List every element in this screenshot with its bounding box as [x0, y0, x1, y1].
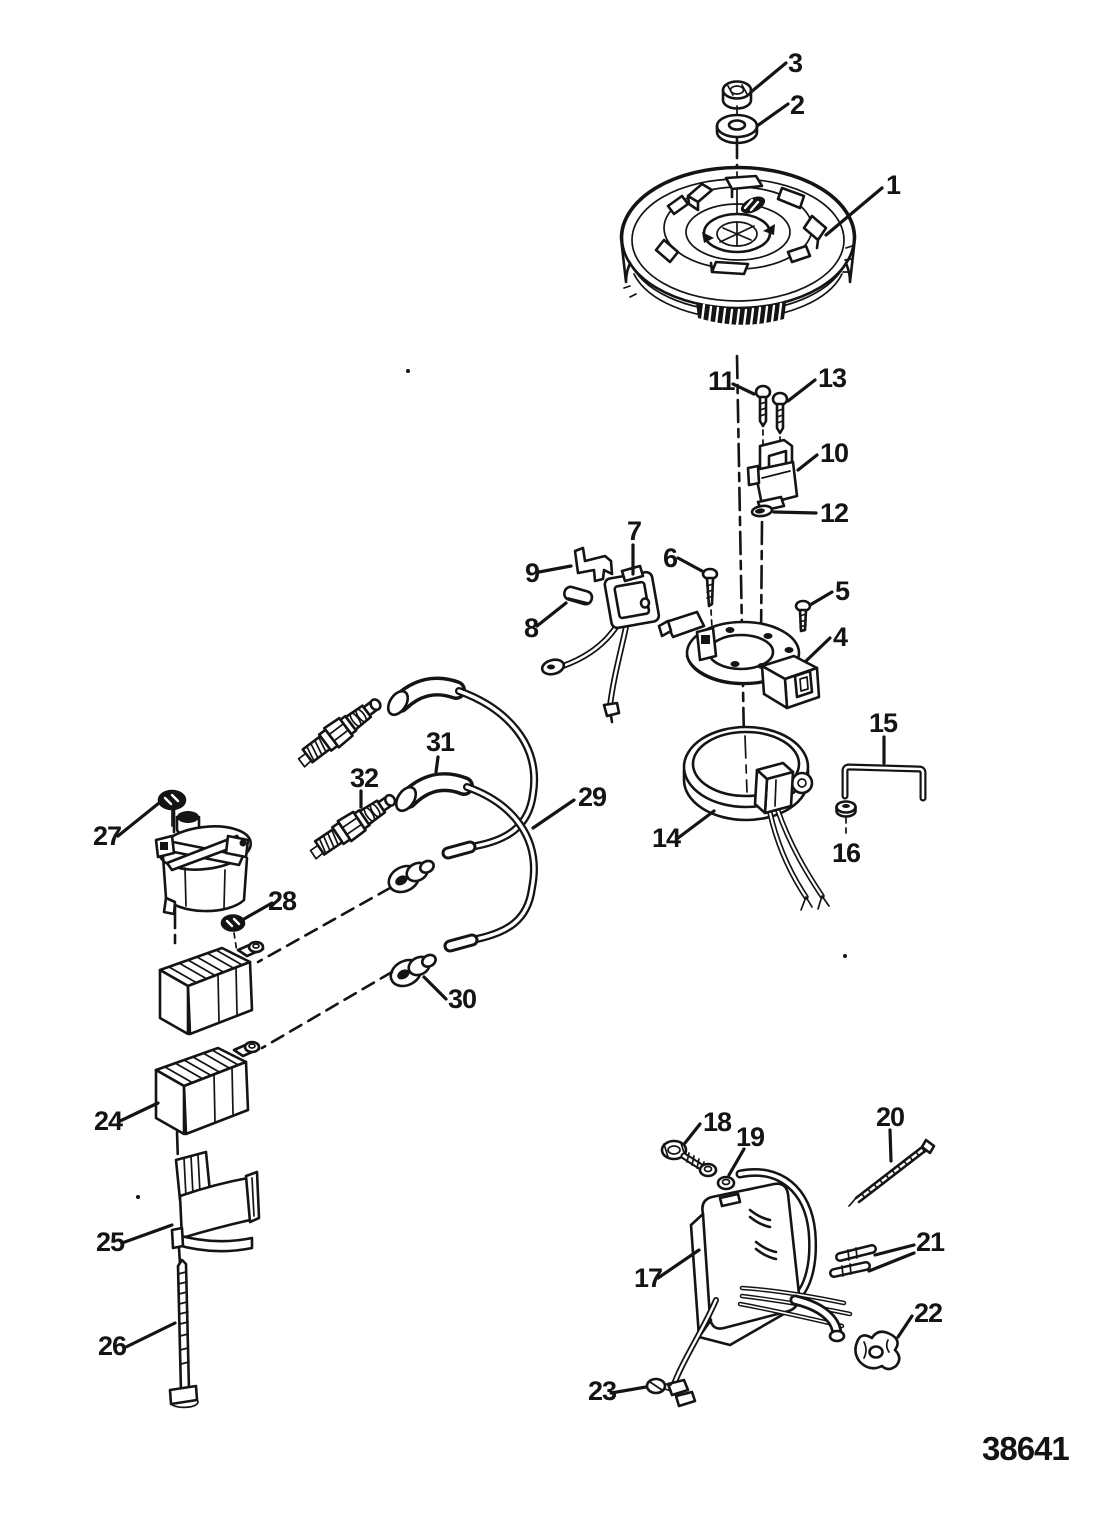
speck-dot	[843, 954, 847, 958]
spark-plug-lead-31	[384, 772, 538, 993]
flywheel-ring-gear	[696, 302, 786, 328]
callout-21-label: 21	[916, 1227, 945, 1257]
screw-5	[794, 599, 812, 633]
callout-27-label: 27	[93, 821, 121, 851]
bolt-26	[168, 1258, 199, 1409]
cable-tie-20	[848, 1138, 936, 1207]
rectifier	[154, 811, 253, 916]
harness-wires	[737, 1285, 853, 1343]
callout-2-label: 2	[790, 90, 804, 120]
centerline-axis	[172, 134, 746, 1266]
callout-16-label: 16	[832, 838, 861, 868]
coil-clamp-25	[170, 1150, 261, 1253]
trigger-plate-4	[657, 610, 821, 710]
callout-5-label: 5	[835, 576, 850, 606]
washer-16	[835, 800, 857, 839]
callout-19-label: 19	[736, 1122, 765, 1152]
callout-29-label: 29	[578, 782, 607, 812]
callout-6-label: 6	[663, 543, 678, 573]
callout-1-label: 1	[886, 170, 901, 200]
bracket-9	[573, 546, 614, 583]
callout-4-label: 4	[833, 622, 848, 652]
callout-28-label: 28	[268, 886, 297, 916]
sleeves-21	[829, 1244, 877, 1278]
trigger-coil-7	[540, 564, 661, 724]
switch-box-17	[666, 1168, 853, 1408]
ground-wire	[666, 1297, 719, 1408]
nut-28	[220, 914, 246, 953]
stator-band-14	[682, 725, 830, 911]
screw-6	[701, 567, 719, 629]
callout-18-label: 18	[703, 1107, 732, 1137]
clip-22	[854, 1330, 901, 1371]
nut-27	[157, 789, 187, 827]
flywheel	[619, 165, 857, 328]
callout-10-label: 10	[820, 438, 848, 468]
callout-17-label: 17	[634, 1263, 662, 1293]
flywheel-tabs	[654, 174, 828, 276]
callout-25-label: 25	[96, 1227, 125, 1257]
lead-grommet-upper	[382, 851, 441, 899]
callout-9-label: 9	[525, 558, 540, 588]
drawing-number: 38641	[982, 1430, 1069, 1467]
callout-31-label: 31	[426, 727, 455, 757]
stop-switch-module	[746, 438, 799, 513]
retainer-15	[841, 763, 927, 802]
callout-leaders	[116, 61, 916, 1395]
speck-dot	[406, 369, 410, 373]
screw-11	[754, 384, 772, 445]
screw-23	[645, 1377, 672, 1395]
flywheel-hub	[702, 196, 775, 254]
callout-3-label: 3	[788, 48, 803, 78]
callout-30-label: 30	[448, 984, 476, 1014]
callout-20-label: 20	[876, 1102, 904, 1132]
callout-12-label: 12	[820, 498, 848, 528]
spark-plug-upper	[291, 691, 388, 773]
flywheel-nut	[721, 80, 753, 117]
washers-19	[698, 1162, 736, 1191]
ignition-coil-upper	[158, 940, 265, 1036]
assembly-dashed-links	[256, 886, 394, 1050]
spark-plug-32	[304, 786, 402, 865]
ignition-coil-24	[154, 1040, 261, 1136]
spark-plug-lead-29	[382, 676, 539, 899]
callout-11-label: 11	[708, 366, 736, 396]
clip-8	[563, 585, 594, 606]
bolt-18	[660, 1139, 710, 1174]
callout-32-label: 32	[350, 763, 378, 793]
callout-26-label: 26	[98, 1331, 127, 1361]
callout-7-label: 7	[627, 516, 641, 546]
callout-14-label: 14	[652, 823, 681, 853]
callout-8-label: 8	[524, 613, 539, 643]
screw-13	[771, 391, 789, 451]
callout-labels: 1 2 3 4 5 6 7 8 9 10 11 12 13 14 15 16 1…	[93, 48, 946, 1406]
callout-13-label: 13	[818, 363, 847, 393]
callout-23-label: 23	[588, 1376, 617, 1406]
callout-22-label: 22	[914, 1298, 942, 1328]
callout-15-label: 15	[869, 708, 898, 738]
grommet-12	[750, 504, 774, 642]
callout-24-label: 24	[94, 1106, 123, 1136]
speck-dot	[136, 1195, 140, 1199]
